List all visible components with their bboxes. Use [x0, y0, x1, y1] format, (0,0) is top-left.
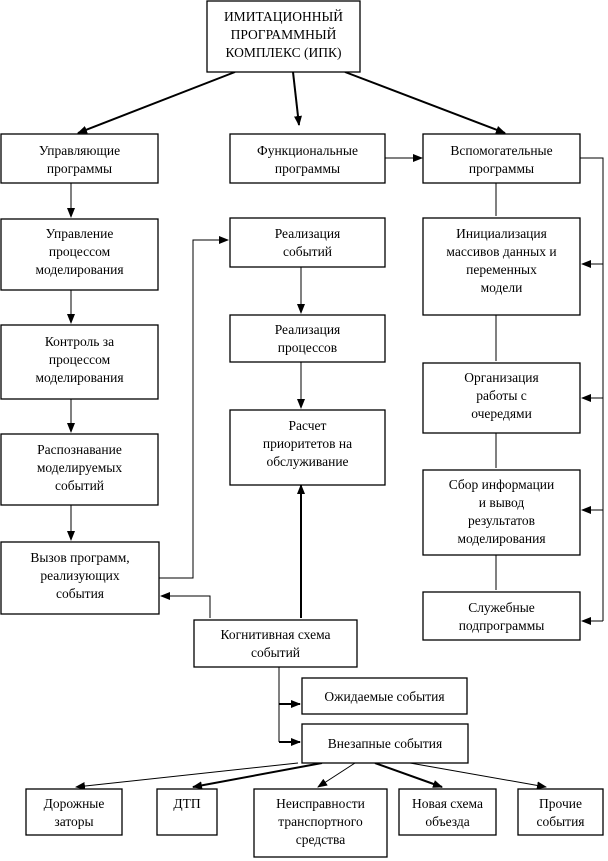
node-program-call: Вызов программ, реализующих события: [0, 541, 160, 615]
node-priority-calc-line-1: Расчет: [289, 418, 327, 433]
node-info-collection-line-2: и вывод: [479, 495, 525, 510]
arrow-sudden-to-other: [409, 762, 547, 790]
node-process-management-line-2: процессом: [49, 244, 111, 259]
node-info-collection-line-3: результатов: [468, 513, 535, 528]
arrow-root-to-functional: [292, 71, 302, 126]
node-accident: ДТП: [156, 788, 218, 836]
node-array-init-line-3: переменных: [466, 262, 537, 277]
node-control-programs-line-2: программы: [47, 161, 112, 176]
node-vehicle-failure-line-2: транспортного: [278, 814, 363, 829]
node-traffic-jams-line-2: заторы: [54, 814, 93, 829]
node-control-programs: Управляющие программы: [0, 133, 159, 184]
node-info-collection-line-1: Сбор информации: [449, 477, 555, 492]
arrow-sudden-to-failure: [317, 762, 356, 788]
node-functional-programs-line-1: Функциональные: [257, 143, 358, 158]
node-other-events: Прочие события: [517, 788, 604, 836]
node-other-events-line-1: Прочие: [539, 796, 582, 811]
node-process-realization-line-2: процессов: [278, 340, 337, 355]
node-event-realization-line-1: Реализация: [275, 226, 341, 241]
node-root-line-3: КОМПЛЕКС (ИПК): [225, 45, 341, 60]
node-queue-work-line-1: Организация: [464, 370, 538, 385]
node-cognitive-scheme: Когнитивная схема событий: [193, 619, 358, 668]
arrow-call-to-event-realization: [159, 236, 229, 579]
right-bus-line: [580, 157, 604, 621]
node-array-init-line-1: Инициализация: [456, 226, 547, 241]
node-process-management-line-1: Управление: [46, 226, 114, 241]
node-priority-calc: Расчет приоритетов на обслуживание: [229, 409, 386, 486]
node-expected-events: Ожидаемые события: [301, 677, 468, 715]
node-traffic-jams-line-1: Дорожные: [44, 796, 105, 811]
node-priority-calc-line-3: обслуживание: [266, 454, 348, 469]
node-event-realization-line-2: событий: [283, 244, 332, 259]
node-priority-calc-line-2: приоритетов на: [263, 436, 352, 451]
node-process-realization: Реализация процессов: [229, 314, 386, 363]
node-sudden-events-line-1: Внезапные события: [328, 736, 442, 751]
node-cognitive-scheme-line-1: Когнитивная схема: [220, 627, 330, 642]
node-service-subprograms: Служебные подпрограммы: [422, 591, 581, 641]
node-array-init: Инициализация массивов данных и переменн…: [422, 217, 581, 316]
node-vehicle-failure-line-3: средства: [296, 832, 346, 847]
node-sudden-events: Внезапные события: [301, 723, 469, 764]
node-process-control-line-1: Контроль за: [45, 334, 114, 349]
node-accident-line-1: ДТП: [173, 796, 200, 811]
arrow-cognitive-to-call: [160, 592, 211, 618]
node-queue-work-line-2: работы с: [476, 388, 527, 403]
node-other-events-line-2: события: [536, 814, 584, 829]
arrow-sudden-to-accident: [192, 762, 323, 790]
node-detour: Новая схема объезда: [398, 788, 497, 836]
node-process-control-line-2: процессом: [49, 352, 111, 367]
node-event-realization: Реализация событий: [229, 217, 386, 268]
arrow-sudden-to-detour: [374, 762, 443, 788]
node-event-recognition: Распознавание моделируемых событий: [0, 433, 159, 506]
node-info-collection: Сбор информации и вывод результатов моде…: [422, 469, 581, 556]
node-root-line-1: ИМИТАЦИОННЫЙ: [224, 9, 343, 24]
node-auxiliary-programs-line-2: программы: [469, 161, 534, 176]
arrow-root-to-auxiliary: [344, 71, 506, 134]
node-event-recognition-line-1: Распознавание: [37, 442, 122, 457]
arrow-root-to-control: [77, 71, 236, 134]
node-process-management: Управление процессом моделирования: [0, 218, 159, 291]
node-service-subprograms-line-2: подпрограммы: [459, 618, 545, 633]
node-queue-work: Организация работы с очередями: [422, 362, 581, 434]
node-process-control-line-3: моделирования: [35, 370, 123, 385]
node-service-subprograms-line-1: Служебные: [468, 600, 535, 615]
node-process-management-line-3: моделирования: [35, 262, 123, 277]
node-traffic-jams: Дорожные заторы: [25, 788, 123, 836]
node-auxiliary-programs: Вспомогательные программы: [422, 133, 581, 184]
node-array-init-line-2: массивов данных и: [446, 244, 556, 259]
node-detour-line-1: Новая схема: [412, 796, 483, 811]
connectors: [67, 71, 604, 791]
node-functional-programs: Функциональные программы: [229, 133, 386, 184]
node-queue-work-line-3: очередями: [471, 406, 532, 421]
arrow-sudden-to-jams: [75, 762, 299, 791]
node-functional-programs-line-2: программы: [275, 161, 340, 176]
node-program-call-line-2: реализующих: [40, 568, 119, 583]
node-program-call-line-1: Вызов программ,: [30, 550, 129, 565]
node-program-call-line-3: события: [56, 586, 104, 601]
node-vehicle-failure-line-1: Неисправности: [276, 796, 365, 811]
node-event-recognition-line-3: событий: [55, 478, 104, 493]
node-info-collection-line-4: моделирования: [457, 531, 545, 546]
node-process-realization-line-1: Реализация: [275, 322, 341, 337]
node-expected-events-line-1: Ожидаемые события: [324, 689, 444, 704]
node-vehicle-failure: Неисправности транспортного средства: [253, 788, 388, 858]
node-auxiliary-programs-line-1: Вспомогательные: [450, 143, 552, 158]
node-array-init-line-4: модели: [481, 280, 523, 295]
node-control-programs-line-1: Управляющие: [39, 143, 120, 158]
node-root: ИМИТАЦИОННЫЙ ПРОГРАММНЫЙ КОМПЛЕКС (ИПК): [206, 0, 361, 73]
node-root-line-2: ПРОГРАММНЫЙ: [231, 27, 337, 42]
node-cognitive-scheme-line-2: событий: [251, 645, 300, 660]
node-process-control: Контроль за процессом моделирования: [0, 324, 159, 400]
node-detour-line-2: объезда: [425, 814, 469, 829]
node-event-recognition-line-2: моделируемых: [37, 460, 122, 475]
